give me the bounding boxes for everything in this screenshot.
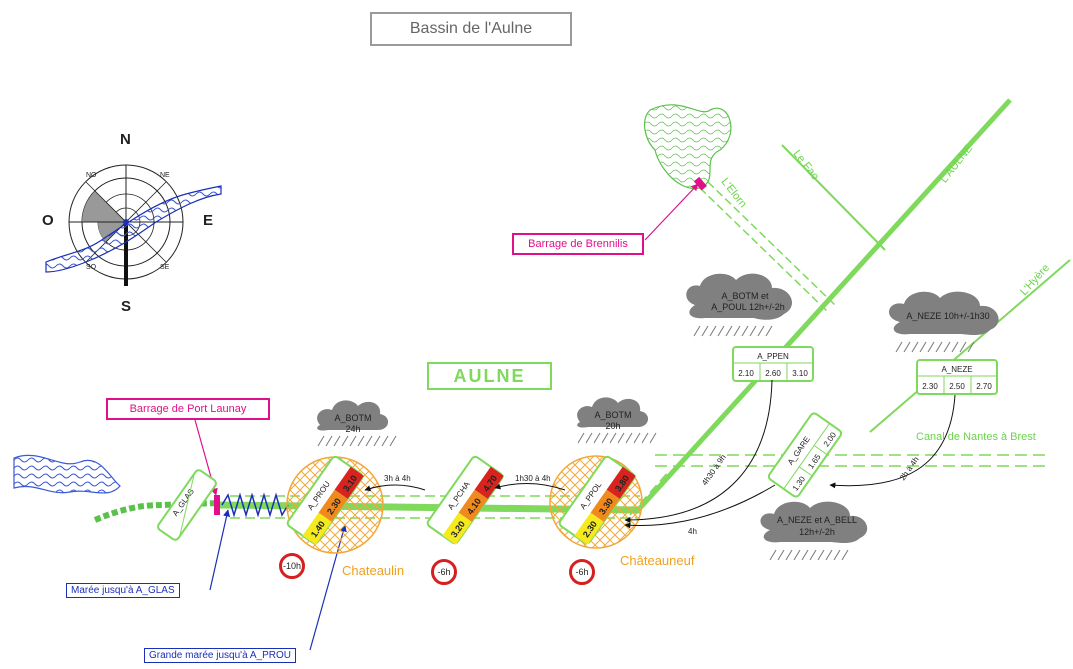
station-ppen: A_PPEN 2.10 2.60 3.10 bbox=[732, 346, 814, 382]
neze-threshold-2: 2.50 bbox=[949, 382, 965, 391]
cloud-botm-poul-text-2: A_POUL 12h+/-2h bbox=[711, 302, 785, 312]
cloud-botm-poul-text-1: A_BOTM et bbox=[721, 291, 769, 301]
cloud-botm-poul bbox=[686, 273, 793, 337]
cloud-botm-24h bbox=[317, 400, 397, 447]
brennilis-dam bbox=[693, 176, 707, 191]
page-title: Bassin de l'Aulne bbox=[370, 12, 572, 46]
canal-label: Canal de Nantes à Brest bbox=[916, 431, 1036, 443]
travel-arrows bbox=[364, 379, 956, 529]
compass-se: SE bbox=[160, 264, 170, 271]
estuary bbox=[13, 454, 121, 494]
neze-threshold-3: 2.70 bbox=[976, 382, 992, 391]
cloud-botm-20h bbox=[577, 397, 657, 444]
main-river-label: AULNE bbox=[427, 362, 552, 390]
timer-prou: -10h bbox=[279, 553, 305, 579]
timer-pcha: -6h bbox=[431, 559, 457, 585]
cloud-neze-bell bbox=[760, 501, 868, 561]
ppen-threshold-2: 2.60 bbox=[765, 369, 781, 378]
station-ppol: A_PPOL 2.30 3.30 3.80 bbox=[558, 455, 636, 545]
station-glas: A_GLAS bbox=[157, 469, 217, 541]
station-ppen-name: A_PPEN bbox=[757, 352, 789, 361]
cloud-botm-20h-text: A_BOTM 20h bbox=[594, 410, 632, 431]
chateaulin-label: Chateaulin bbox=[342, 563, 405, 578]
station-neze: A_NEZE 2.30 2.50 2.70 bbox=[916, 359, 998, 395]
spring-tide-limit-label: Grande marée jusqu'à A_PROU bbox=[144, 648, 296, 663]
travel-time-2: 1h30 à 4h bbox=[515, 474, 551, 483]
compass-ne: NE bbox=[160, 172, 170, 179]
port-launay-dam bbox=[214, 495, 220, 515]
cloud-neze-10h-text: A_NEZE 10h+/-1h30 bbox=[906, 311, 990, 321]
chateauneuf-label: Châteauneuf bbox=[620, 553, 695, 568]
brennilis-lake bbox=[643, 104, 732, 190]
compass-north: N bbox=[120, 131, 131, 148]
compass-south: S bbox=[121, 298, 132, 315]
cloud-neze-10h bbox=[888, 291, 999, 353]
compass-nw: NO bbox=[86, 172, 97, 179]
tide-limit-label: Marée jusqu'à A_GLAS bbox=[66, 583, 180, 598]
port-launay-dam-label: Barrage de Port Launay bbox=[106, 398, 270, 420]
station-neze-name: A_NEZE bbox=[941, 365, 972, 374]
timer-ppol: -6h bbox=[569, 559, 595, 585]
neze-threshold-1: 2.30 bbox=[922, 382, 938, 391]
ppen-threshold-3: 3.10 bbox=[792, 369, 808, 378]
compass-east: E bbox=[203, 212, 214, 229]
ppen-threshold-1: 2.10 bbox=[738, 369, 754, 378]
compass-west: O bbox=[42, 212, 54, 229]
cloud-botm-24h-text: A_BOTM 24h bbox=[334, 413, 372, 434]
brennilis-dam-label: Barrage de Brennilis bbox=[512, 233, 644, 255]
cloud-neze-bell-text-1: A_NEZE et A_BELL bbox=[776, 515, 858, 525]
station-pcha: A_PCHA 3.20 4.10 4.70 bbox=[426, 455, 504, 545]
travel-time-1: 3h à 4h bbox=[384, 474, 411, 483]
travel-time-4: 4h bbox=[688, 527, 697, 536]
compass-rose bbox=[45, 164, 222, 286]
cloud-neze-bell-text-2: 12h+/-2h bbox=[799, 527, 835, 537]
compass-sw: SO bbox=[86, 264, 97, 271]
